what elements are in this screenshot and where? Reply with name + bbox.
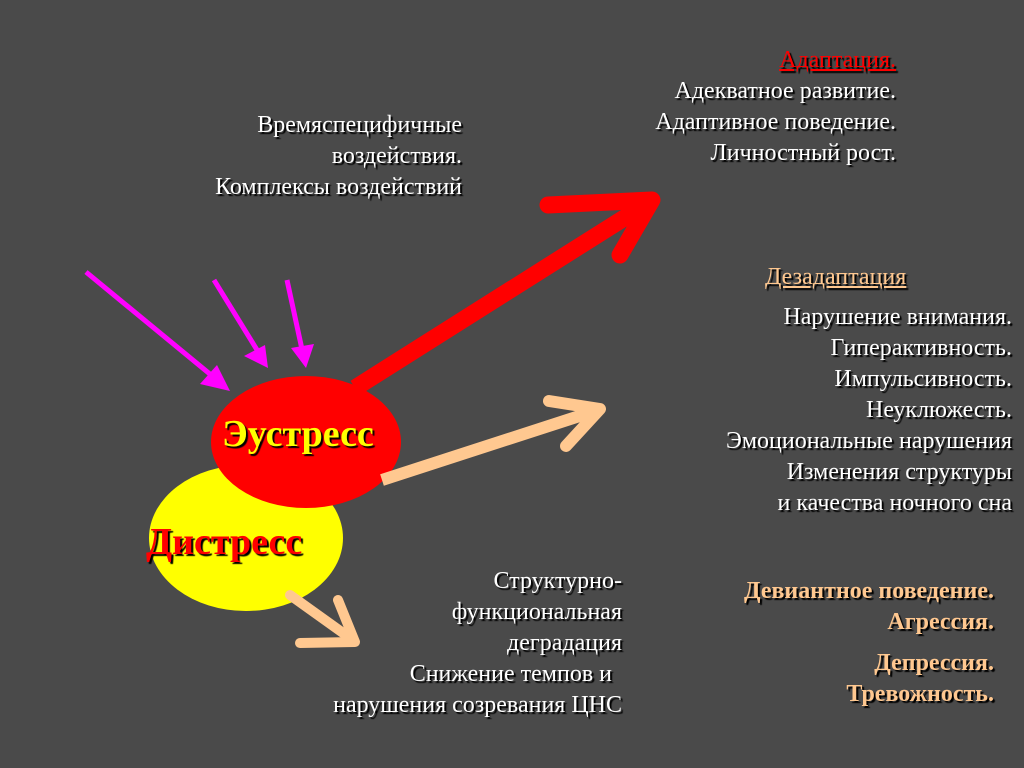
distress-label: Дистресс [146, 521, 303, 563]
degradation-text: Структурно- функциональная деградация Сн… [333, 566, 622, 721]
disadaptation-line: и качества ночного сна [777, 490, 1013, 516]
adaptation-line: Личностный рост. [710, 140, 896, 166]
magenta-arrow-icon-2 [211, 278, 268, 368]
degradation-line: деградация [507, 630, 622, 656]
disadaptation-list: Нарушение внимания. Гиперактивность. Имп… [726, 302, 1012, 519]
adaptation-arrow-icon [350, 191, 661, 396]
magenta-arrow-icon-3 [284, 279, 314, 368]
degradation-line: Снижение темпов и [409, 661, 612, 687]
disadaptation-line: Изменения структуры [786, 459, 1012, 485]
depression-line: Тревожность. [846, 681, 994, 707]
eustress-label: Эустресс [222, 413, 374, 455]
degradation-arrow-icon [285, 590, 360, 648]
disadaptation-line: Импульсивность. [834, 366, 1012, 392]
degradation-line: функциональная [451, 599, 622, 625]
influences-text: Времяспецифичные воздействия. Комплексы … [215, 110, 462, 203]
influences-line: Времяспецифичные [257, 112, 462, 138]
depression-line: Депрессия. [874, 650, 994, 676]
magenta-arrow-icon-1 [84, 270, 230, 391]
disadaptation-heading: Дезадаптация [765, 264, 907, 290]
disadaptation-line: Неуклюжесть. [866, 397, 1012, 423]
degradation-line: нарушения созревания ЦНС [333, 692, 622, 718]
disadaptation-line: Гиперактивность. [830, 335, 1013, 361]
eustress-ellipse [211, 376, 401, 508]
disadaptation-arrow-icon [380, 395, 606, 486]
adaptation-line: Адаптивное поведение. [655, 109, 896, 135]
adaptation-line: Адекватное развитие. [674, 78, 896, 104]
depression-text: Депрессия. Тревожность. [846, 648, 994, 710]
influences-line: воздействия. [331, 143, 462, 169]
influences-line: Комплексы воздействий [215, 174, 462, 200]
adaptation-block: Адаптация. Адекватное развитие. Адаптивн… [655, 45, 896, 169]
deviant-line: Девиантное поведение. [744, 578, 994, 604]
deviant-text: Девиантное поведение. Агрессия. [744, 576, 994, 638]
disadaptation-line: Эмоциональные нарушения [725, 428, 1012, 454]
adaptation-heading: Адаптация. [779, 47, 896, 73]
degradation-line: Структурно- [493, 568, 622, 594]
deviant-line: Агрессия. [887, 609, 994, 635]
disadaptation-line: Нарушение внимания. [783, 304, 1012, 330]
